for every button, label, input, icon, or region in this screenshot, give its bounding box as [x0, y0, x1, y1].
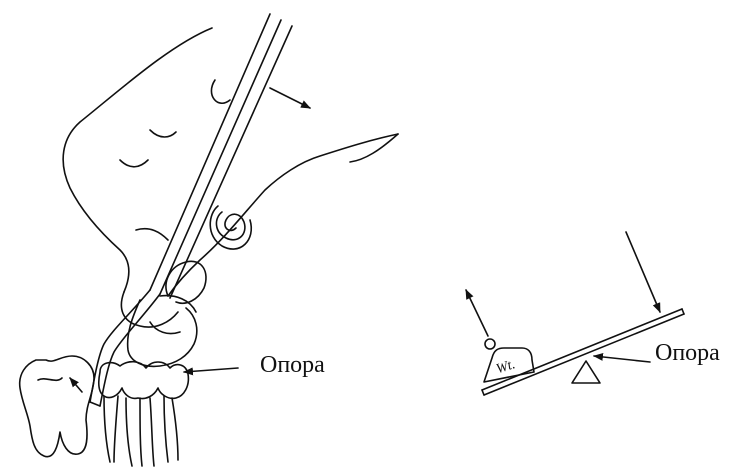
instrument-tip	[90, 402, 100, 406]
tooth-row	[99, 362, 189, 399]
fulcrum-label-left: Опора	[260, 352, 325, 379]
tooth-roots	[104, 396, 178, 466]
hand-crease	[136, 229, 168, 240]
force-arrow-down	[626, 232, 660, 312]
hand-instrument-illustration	[20, 14, 398, 466]
fulcrum-label-right: Опора	[655, 340, 720, 367]
force-arrow	[270, 88, 310, 108]
weight-label: Wt.	[494, 357, 517, 377]
thumb-tip	[350, 134, 398, 162]
lever-bar	[482, 309, 684, 395]
hand-crease	[150, 130, 176, 137]
fulcrum-triangle	[572, 361, 600, 383]
tooth-arrow	[70, 378, 82, 392]
molar-groove	[38, 378, 62, 380]
finger-joint	[160, 296, 196, 312]
fulcrum-arrow-right	[594, 356, 650, 362]
lever-end-left	[482, 390, 484, 395]
weight-ring	[485, 339, 495, 349]
pull-arrow-up	[466, 290, 488, 336]
hand-crease	[120, 160, 148, 167]
molar-tooth	[20, 356, 94, 457]
instrument-shank	[90, 290, 160, 406]
instrument-shaft	[150, 14, 292, 298]
fulcrum-arrow-left	[184, 368, 238, 372]
rest-finger	[128, 300, 197, 366]
hand-crease	[211, 80, 230, 103]
lever-end-right	[682, 309, 684, 314]
